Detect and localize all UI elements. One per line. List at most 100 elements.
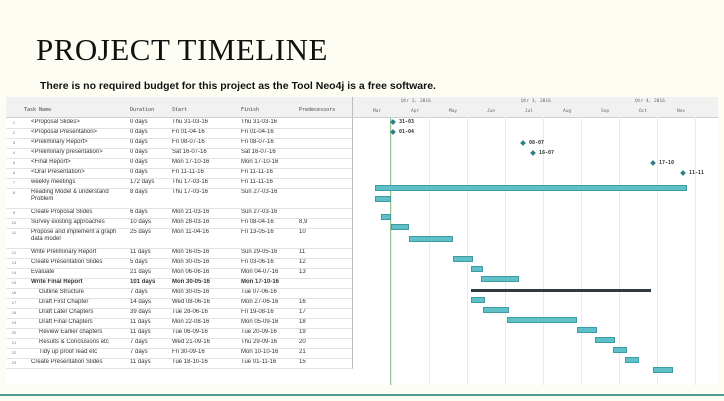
finish-cell: Fri 08-07-16: [241, 139, 274, 145]
month-label: Nov: [677, 109, 686, 114]
task-name-cell: Write Preliminary Report: [31, 249, 97, 255]
milestone-label: 17-10: [659, 160, 675, 166]
gantt-bar[interactable]: [507, 317, 577, 323]
task-name-cell: weekly meetings: [31, 179, 76, 185]
row-number: 9: [12, 210, 16, 215]
duration-cell: 7 days: [130, 289, 148, 295]
predecessors-cell: 13: [299, 269, 306, 275]
gantt-bar[interactable]: [483, 307, 509, 313]
gridline: [429, 117, 430, 385]
start-cell: Thu 31-03-16: [172, 119, 209, 125]
summary-bar[interactable]: [471, 289, 651, 292]
milestone-diamond[interactable]: [650, 160, 656, 166]
duration-cell: 7 days: [130, 349, 148, 355]
start-cell: Thu 17-03-16: [172, 179, 209, 185]
gantt-bar[interactable]: [409, 236, 453, 242]
milestone-diamond[interactable]: [530, 150, 536, 156]
col-finish[interactable]: Finish: [241, 107, 260, 113]
month-label: Sep: [601, 109, 610, 114]
month-label: Jun: [487, 109, 496, 114]
row-number: 7: [12, 180, 16, 185]
task-name-cell: Create Presentation Slides: [31, 359, 103, 365]
task-name-cell: Outline Structure: [39, 289, 85, 295]
col-task-name[interactable]: Task Name: [24, 107, 52, 113]
milestone-label: 01-04: [399, 129, 415, 135]
gantt-bar[interactable]: [481, 276, 519, 282]
task-name-cell: <Oral Presentation>: [31, 169, 85, 175]
gridline: [467, 117, 468, 385]
quarter-label: Qtr 3, 2016: [521, 99, 551, 104]
month-label: Aug: [563, 109, 572, 114]
gantt-bar[interactable]: [625, 357, 639, 363]
gridline: [695, 117, 696, 385]
predecessors-cell: 19: [299, 329, 306, 335]
milestone-diamond[interactable]: [680, 170, 686, 176]
predecessors-cell: 20: [299, 339, 306, 345]
start-cell: Wed 21-09-16: [172, 339, 210, 345]
col-duration[interactable]: Duration: [130, 107, 155, 113]
duration-cell: 5 days: [130, 259, 148, 265]
col-predecessors[interactable]: Predecessors: [299, 107, 336, 113]
gantt-bar[interactable]: [577, 327, 597, 333]
gantt-bar[interactable]: [653, 367, 673, 373]
gantt-bar[interactable]: [595, 337, 615, 343]
row-number: 21: [11, 340, 17, 345]
gantt-bar[interactable]: [613, 347, 627, 353]
predecessors-cell: 17: [299, 309, 306, 315]
gantt-bar[interactable]: [471, 266, 483, 272]
gantt-bar[interactable]: [375, 196, 391, 202]
finish-cell: Sun 27-03-16: [241, 209, 278, 215]
task-name-cell: Draft Later Chapters: [39, 309, 94, 315]
row-number: 2: [12, 130, 16, 135]
milestone-diamond[interactable]: [520, 140, 526, 146]
milestone-label: 31-03: [399, 119, 415, 125]
gantt-bar[interactable]: [391, 224, 409, 230]
row-number: 5: [12, 160, 16, 165]
duration-cell: 39 days: [130, 309, 152, 315]
duration-cell: 0 days: [130, 119, 148, 125]
finish-cell: Fri 03-06-16: [241, 259, 274, 265]
duration-cell: 0 days: [130, 139, 148, 145]
gantt-bar[interactable]: [375, 185, 687, 191]
gridline: [657, 117, 658, 385]
predecessors-cell: 16: [299, 299, 306, 305]
duration-cell: 14 days: [130, 299, 152, 305]
month-label: Apr: [411, 109, 420, 114]
gantt-bar[interactable]: [381, 214, 391, 220]
start-cell: Wed 08-06-16: [172, 299, 210, 305]
milestone-label: 08-07: [529, 140, 545, 146]
milestone-label: 16-07: [539, 150, 555, 156]
duration-cell: 101 days: [130, 279, 156, 285]
gridline: [391, 117, 392, 385]
gantt-bar[interactable]: [471, 297, 485, 303]
gantt-bar[interactable]: [453, 256, 473, 262]
start-cell: Fri 08-07-16: [172, 139, 205, 145]
col-start[interactable]: Start: [172, 107, 188, 113]
finish-cell: Tue 20-09-16: [241, 329, 277, 335]
finish-cell: Mon 10-10-16: [241, 349, 279, 355]
quarter-label: Qtr 2, 2016: [401, 99, 431, 104]
